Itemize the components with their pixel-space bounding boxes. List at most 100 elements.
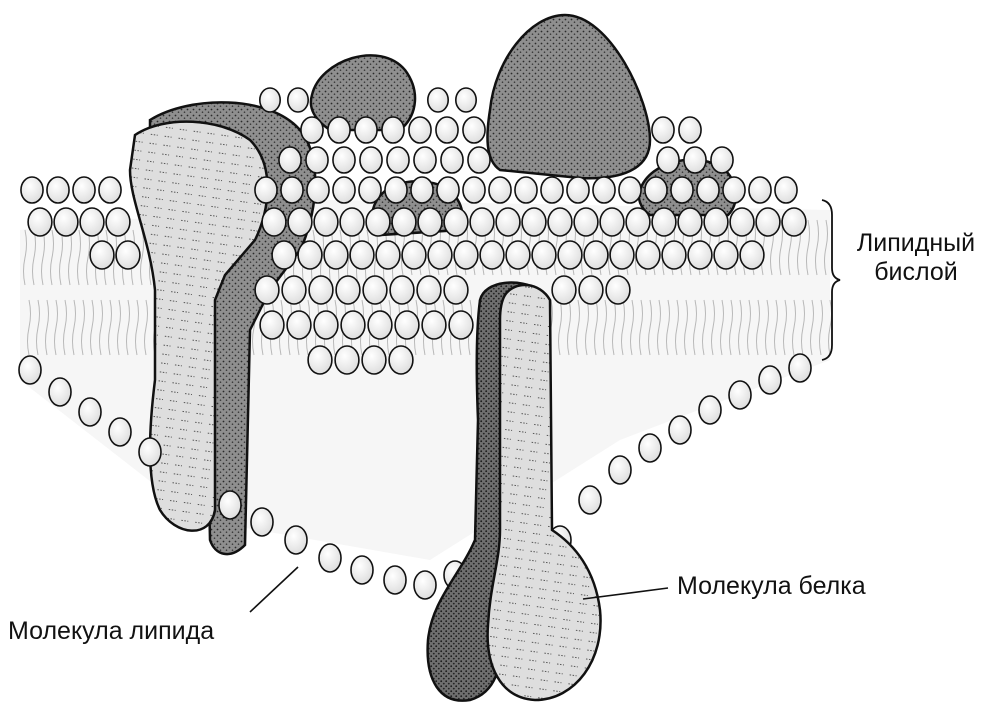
- lipid-head: [21, 177, 43, 203]
- lipid-head: [389, 346, 413, 374]
- lipid-head: [340, 208, 364, 236]
- lipid-head: [723, 177, 745, 203]
- lipid-head: [282, 276, 306, 304]
- lipid-head: [285, 526, 307, 554]
- lipid-head: [506, 241, 530, 269]
- lipid-head: [662, 241, 686, 269]
- lipid-head: [428, 88, 448, 112]
- lipid-head: [281, 177, 303, 203]
- lipid-head: [355, 117, 377, 143]
- lipid-head: [288, 88, 308, 112]
- lipid-head: [417, 276, 441, 304]
- lipid-head: [99, 177, 121, 203]
- lipid-head: [684, 147, 706, 173]
- lipid-head: [711, 147, 733, 173]
- lipid-head: [351, 556, 373, 584]
- lipid-head: [636, 241, 660, 269]
- lipid-head: [679, 117, 701, 143]
- lipid-head: [671, 177, 693, 203]
- lipid-head: [759, 366, 781, 394]
- lipid-head: [652, 117, 674, 143]
- lipid-head: [385, 177, 407, 203]
- lipid-head: [49, 378, 71, 406]
- lipid-head: [593, 177, 615, 203]
- lipid-head: [376, 241, 400, 269]
- lipid-head: [456, 88, 476, 112]
- lipid-head: [645, 177, 667, 203]
- lipid-head: [463, 117, 485, 143]
- lipid-bilayer-label-line1: Липидный: [851, 229, 981, 258]
- lipid-head: [402, 241, 426, 269]
- lipid-head: [515, 177, 537, 203]
- lipid-head: [782, 208, 806, 236]
- lipid-head: [584, 241, 608, 269]
- lipid-head: [441, 147, 463, 173]
- lipid-head: [418, 208, 442, 236]
- lipid-head: [109, 418, 131, 446]
- lipid-head: [307, 177, 329, 203]
- lipid-head: [219, 491, 241, 519]
- lipid-head: [558, 241, 582, 269]
- lipid-head: [411, 177, 433, 203]
- lipid-head: [359, 177, 381, 203]
- lipid-bilayer-label-line2: бислой: [851, 258, 981, 287]
- lipid-head: [729, 381, 751, 409]
- lipid-head: [697, 177, 719, 203]
- lipid-head: [567, 177, 589, 203]
- lipid-head: [522, 208, 546, 236]
- lipid-head: [678, 208, 702, 236]
- lipid-head: [324, 241, 348, 269]
- lipid-head: [699, 396, 721, 424]
- lipid-head: [463, 177, 485, 203]
- lipid-head: [279, 147, 301, 173]
- lipid-head: [255, 177, 277, 203]
- lipid-head: [444, 276, 468, 304]
- lipid-head: [328, 117, 350, 143]
- lipid-head: [714, 241, 738, 269]
- lipid-head: [704, 208, 728, 236]
- lipid-head: [657, 147, 679, 173]
- lipid-head: [333, 147, 355, 173]
- lipid-head: [116, 241, 140, 269]
- lipid-head: [414, 147, 436, 173]
- lipid-head: [336, 276, 360, 304]
- lipid-head: [688, 241, 712, 269]
- lipid-head: [255, 276, 279, 304]
- lipid-head: [390, 276, 414, 304]
- lipid-head: [609, 456, 631, 484]
- lipid-head: [600, 208, 624, 236]
- lipid-head: [454, 241, 478, 269]
- lipid-head: [409, 117, 431, 143]
- lipid-leader-line: [250, 567, 298, 612]
- lipid-head: [740, 241, 764, 269]
- lipid-head: [251, 508, 273, 536]
- lipid-head: [54, 208, 78, 236]
- lipid-head: [319, 544, 341, 572]
- lipid-head: [395, 311, 419, 339]
- lipid-head: [335, 346, 359, 374]
- lipid-head: [552, 276, 576, 304]
- lipid-head: [775, 177, 797, 203]
- lipid-head: [368, 311, 392, 339]
- lipid-head: [436, 117, 458, 143]
- lipid-head: [444, 208, 468, 236]
- lipid-head: [366, 208, 390, 236]
- lipid-head: [360, 147, 382, 173]
- lipid-head: [610, 241, 634, 269]
- lipid-head: [287, 311, 311, 339]
- lipid-head: [749, 177, 771, 203]
- lipid-head: [541, 177, 563, 203]
- lipid-head: [139, 438, 161, 466]
- lipid-head: [496, 208, 520, 236]
- lipid-head: [639, 434, 661, 462]
- lipid-head: [626, 208, 650, 236]
- lipid-head: [314, 208, 338, 236]
- lipid-head: [362, 346, 386, 374]
- lipid-head: [730, 208, 754, 236]
- lipid-head: [387, 147, 409, 173]
- lipid-head: [470, 208, 494, 236]
- lipid-head: [606, 276, 630, 304]
- lipid-head: [363, 276, 387, 304]
- lipid-molecule-label: Молекула липида: [8, 617, 214, 646]
- lipid-head: [47, 177, 69, 203]
